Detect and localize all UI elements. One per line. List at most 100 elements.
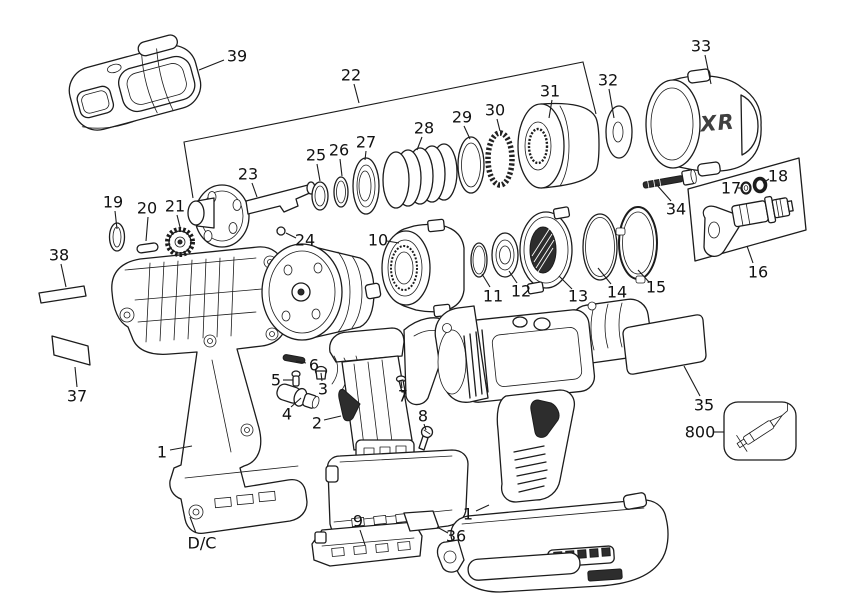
callout-6: 6 <box>309 356 319 375</box>
callout-18: 18 <box>768 167 788 186</box>
leader-line-23 <box>251 182 258 198</box>
leader-line-16 <box>746 245 754 264</box>
leader-line-3 <box>320 372 323 382</box>
part-18-oring <box>752 176 768 194</box>
callout-28: 28 <box>414 119 434 138</box>
leader-line-34 <box>655 183 672 202</box>
callout-3: 3 <box>318 380 328 399</box>
leader-line-12 <box>508 270 518 284</box>
part-34-bolt <box>642 169 697 189</box>
part-31-hammer <box>517 102 600 189</box>
motor-assembly <box>261 243 382 341</box>
part-800-grease-box <box>723 401 797 461</box>
part-25-ring <box>311 181 329 211</box>
leader-line-31 <box>548 99 553 119</box>
grease-syringe-icon <box>736 403 788 452</box>
callout-5: 5 <box>271 371 281 390</box>
leader-line-28 <box>416 136 423 151</box>
leader-line-13 <box>558 275 573 290</box>
leader-line-25 <box>316 163 321 182</box>
callout-29: 29 <box>452 108 472 127</box>
leader-line-2 <box>323 415 342 421</box>
leader-line-18 <box>762 178 770 184</box>
leader-line-38 <box>60 263 67 288</box>
part-39-protective-boot <box>68 34 202 131</box>
part-20-pin <box>136 242 159 254</box>
callout-14: 14 <box>607 283 627 302</box>
callout-1: 1 <box>157 443 167 462</box>
part-32-washer <box>605 105 633 159</box>
leader-line-7 <box>400 380 403 389</box>
callout-800: 800 <box>685 423 716 442</box>
leader-line-9 <box>359 529 366 546</box>
callout-11: 11 <box>483 287 503 306</box>
callout-37: 37 <box>67 387 87 406</box>
callout-24: 24 <box>295 231 315 250</box>
callout-25: 25 <box>306 146 326 165</box>
leader-line-14 <box>597 267 612 285</box>
leader-line-22 <box>353 83 360 104</box>
callout-19: 19 <box>103 193 123 212</box>
part-8-screw <box>418 425 434 451</box>
callout-23: 23 <box>238 165 258 184</box>
callout-15: 15 <box>646 278 666 297</box>
callout-20: 20 <box>137 199 157 218</box>
part-14-ring <box>582 213 618 281</box>
leader-line-35 <box>683 365 701 397</box>
leader-line-27 <box>364 150 367 161</box>
callout-33: 33 <box>691 37 711 56</box>
callout-35: 35 <box>694 396 714 415</box>
callout-8: 8 <box>418 407 428 426</box>
leader-line-D/C <box>189 516 197 534</box>
callout-2: 2 <box>312 414 322 433</box>
part-28-spring <box>382 143 458 209</box>
leader-line-21 <box>176 214 181 228</box>
callout-34: 34 <box>666 200 686 219</box>
right-battery-pack <box>436 492 669 593</box>
part-11-oring <box>470 242 488 278</box>
callout-32: 32 <box>598 71 618 90</box>
leader-line-29 <box>463 125 471 140</box>
callout-22: 22 <box>341 66 361 85</box>
leader-line-33 <box>704 54 712 85</box>
callout-30: 30 <box>485 101 505 120</box>
part-13-ring-gear <box>519 206 573 295</box>
part-24-ball <box>276 226 286 236</box>
leader-line-11 <box>481 273 491 288</box>
part-2-switch-chassis <box>329 317 454 467</box>
callout-26: 26 <box>329 141 349 160</box>
callout-13: 13 <box>568 287 588 306</box>
callout-27: 27 <box>356 133 376 152</box>
callout-D/C: D/C <box>188 534 217 553</box>
label-36 <box>403 510 440 532</box>
label-37 <box>51 335 91 366</box>
callout-38: 38 <box>49 246 69 265</box>
part-26-ring <box>333 176 349 208</box>
leader-line-37 <box>74 366 78 388</box>
callout-21: 21 <box>165 197 185 216</box>
leader-line-20 <box>145 216 149 242</box>
label-38 <box>38 285 87 304</box>
leader-line-4 <box>290 397 302 408</box>
part-5-screw <box>291 370 301 387</box>
leader-line-19 <box>114 210 118 230</box>
part-23-camshaft <box>187 181 316 248</box>
callout-9: 9 <box>353 512 363 531</box>
part-19-oring <box>108 222 126 252</box>
callout-17: 17 <box>721 179 741 198</box>
leader-line-10 <box>386 240 400 244</box>
part-12-bearing-washer <box>491 232 519 278</box>
leader-line-1 <box>475 504 490 512</box>
part-3-cap <box>314 365 328 380</box>
part-30-ball-cage <box>485 130 515 188</box>
part-29-washer <box>457 136 485 194</box>
part-27-bushing <box>352 157 380 215</box>
part-9-battery-cover <box>311 521 423 567</box>
callout-10: 10 <box>368 231 388 250</box>
callout-12: 12 <box>511 282 531 301</box>
label-35 <box>622 314 707 375</box>
callout-36: 36 <box>446 527 466 546</box>
callout-7: 7 <box>398 387 408 406</box>
assembly-22-bracket <box>183 61 597 199</box>
